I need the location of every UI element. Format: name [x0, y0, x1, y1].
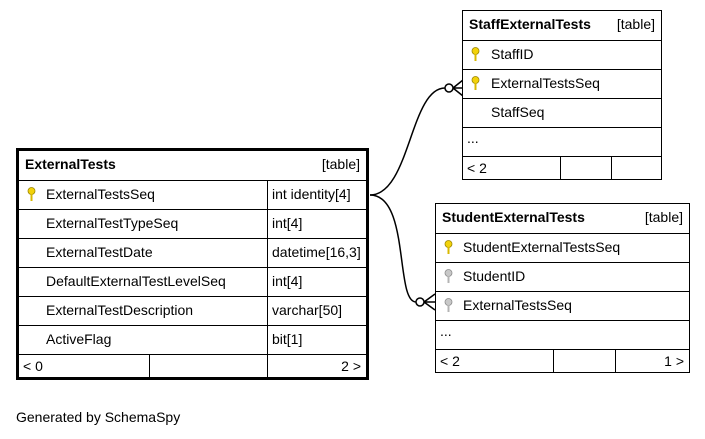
column-name: ExternalTestTypeSeq	[46, 215, 179, 231]
table-name: ExternalTests	[25, 156, 116, 172]
table-kind: [table]	[616, 16, 655, 32]
row-count	[560, 157, 611, 179]
column-name: ExternalTestDescription	[46, 302, 194, 318]
row-count	[149, 355, 267, 377]
table-row[interactable]: StaffSeq	[463, 98, 661, 127]
table-row[interactable]: StaffID	[463, 40, 661, 69]
table-external-tests[interactable]: ExternalTests [table] ExternalTestsSeq i…	[16, 148, 369, 380]
table-row[interactable]: ExternalTestDate datetime[16,3]	[19, 238, 366, 267]
table-row[interactable]: StudentExternalTestsSeq	[436, 233, 689, 262]
table-name: StaffExternalTests	[469, 16, 591, 32]
column-name: ExternalTestsSeq	[463, 297, 572, 313]
optional-marker-student	[415, 297, 425, 307]
table-header[interactable]: StudentExternalTests [table]	[436, 204, 689, 233]
table-footer: < 2	[463, 156, 661, 179]
primary-key-icon	[471, 47, 480, 61]
column-type: int[4]	[267, 268, 366, 296]
children-count: 1 >	[615, 350, 689, 372]
column-type: datetime[16,3]	[267, 239, 366, 267]
table-header[interactable]: ExternalTests [table]	[19, 151, 366, 180]
table-student-external-tests[interactable]: StudentExternalTests [table] StudentExte…	[435, 203, 690, 373]
table-header[interactable]: StaffExternalTests [table]	[463, 11, 661, 40]
column-name: ExternalTestDate	[46, 244, 153, 260]
children-count: 2 >	[267, 355, 366, 377]
table-kind: [table]	[321, 156, 360, 172]
table-row[interactable]: StudentID	[436, 262, 689, 291]
column-type: bit[1]	[267, 326, 366, 354]
crowfoot-staff	[452, 79, 464, 97]
parents-count: < 0	[23, 358, 43, 374]
foreign-key-icon	[444, 269, 453, 283]
optional-marker-staff	[444, 83, 454, 93]
generated-by-credit: Generated by SchemaSpy	[16, 409, 181, 425]
relationship-external-to-staff	[369, 87, 446, 196]
column-name: StudentExternalTestsSeq	[463, 239, 621, 255]
column-name: DefaultExternalTestLevelSeq	[46, 273, 226, 289]
column-name: ActiveFlag	[46, 331, 112, 347]
column-name: ExternalTestsSeq	[46, 186, 155, 202]
table-row-ellipsis: ...	[436, 320, 689, 349]
table-row[interactable]: DefaultExternalTestLevelSeq int[4]	[19, 267, 366, 296]
column-name: ExternalTestsSeq	[491, 75, 600, 91]
column-type: int[4]	[267, 210, 366, 238]
table-row[interactable]: ExternalTestsSeq	[436, 291, 689, 320]
table-footer: < 2 1 >	[436, 349, 689, 372]
primary-key-icon	[471, 76, 480, 90]
column-name: StudentID	[463, 268, 526, 284]
table-row[interactable]: ExternalTestTypeSeq int[4]	[19, 209, 366, 238]
table-staff-external-tests[interactable]: StaffExternalTests [table] StaffID Exter…	[462, 10, 662, 180]
parents-count: < 2	[467, 160, 487, 176]
column-type: int identity[4]	[267, 181, 366, 209]
table-row[interactable]: ExternalTestsSeq	[463, 69, 661, 98]
table-row-ellipsis: ...	[463, 127, 661, 156]
table-kind: [table]	[644, 209, 683, 225]
more-columns-ellipsis: ...	[440, 323, 452, 339]
primary-key-icon	[444, 240, 453, 254]
table-row[interactable]: ExternalTestsSeq int identity[4]	[19, 180, 366, 209]
table-name: StudentExternalTests	[442, 209, 585, 225]
foreign-key-icon	[444, 298, 453, 312]
column-name: StaffID	[491, 46, 534, 62]
table-row[interactable]: ExternalTestDescription varchar[50]	[19, 296, 366, 325]
relationship-external-to-student	[369, 194, 417, 303]
primary-key-icon	[27, 187, 36, 201]
parents-count: < 2	[440, 353, 460, 369]
table-footer: < 0 2 >	[19, 354, 366, 377]
column-type: varchar[50]	[267, 297, 366, 325]
row-count	[553, 350, 615, 372]
crowfoot-student	[423, 293, 436, 311]
children-count	[611, 157, 661, 179]
column-name: StaffSeq	[491, 104, 545, 120]
more-columns-ellipsis: ...	[467, 130, 479, 146]
table-row[interactable]: ActiveFlag bit[1]	[19, 325, 366, 354]
